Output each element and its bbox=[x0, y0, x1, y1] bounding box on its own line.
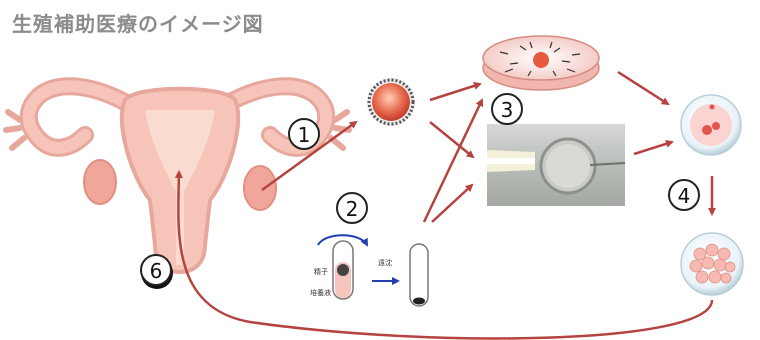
medium-label: 培養液 bbox=[310, 288, 331, 298]
step-2-marker: 2 bbox=[336, 192, 368, 224]
egg-cell-image bbox=[367, 78, 415, 126]
fertilized-egg-image bbox=[681, 95, 741, 155]
arrow-icsi-to-zygote bbox=[634, 142, 672, 154]
arrow-egg-to-dish bbox=[430, 84, 480, 100]
centrifuged-tube bbox=[410, 244, 428, 306]
centrifuge-label: 遠沈 bbox=[378, 258, 392, 268]
step-1-marker: 1 bbox=[288, 118, 320, 150]
step-6-marker: 6 bbox=[140, 254, 172, 286]
step-4-marker: 4 bbox=[668, 179, 700, 211]
petri-dish-image bbox=[483, 36, 599, 90]
sperm-label: 精子 bbox=[314, 267, 328, 277]
uterus-illustration bbox=[6, 86, 349, 272]
arrow-dish-to-zygote bbox=[618, 72, 668, 104]
embryo-image bbox=[681, 233, 743, 295]
step-3-marker: 3 bbox=[491, 93, 523, 125]
icsi-micrograph bbox=[487, 124, 625, 206]
arrow-egg-to-icsi bbox=[430, 122, 473, 157]
